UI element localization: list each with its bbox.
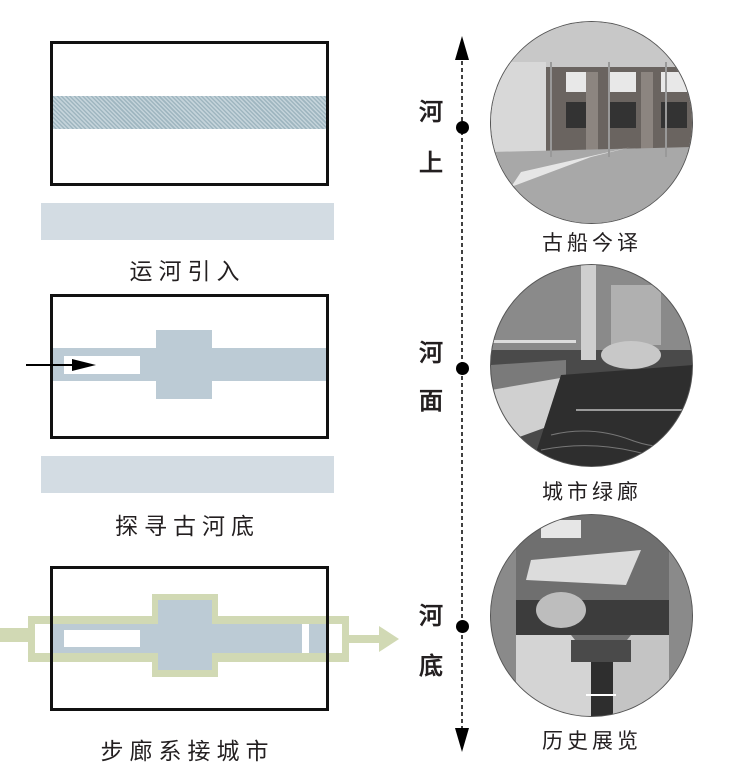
arrow-up-icon bbox=[455, 36, 469, 60]
ground-band bbox=[41, 203, 334, 240]
level-label-char: 河 bbox=[419, 602, 443, 630]
canal-end bbox=[309, 624, 326, 653]
level-label-char: 河 bbox=[419, 98, 443, 126]
level-marker bbox=[456, 620, 469, 633]
corridor-left-stub bbox=[0, 628, 30, 642]
canal-basin bbox=[156, 330, 212, 399]
site-frame bbox=[50, 566, 329, 711]
level-marker bbox=[456, 121, 469, 134]
ground-band bbox=[41, 456, 334, 493]
site-frame bbox=[50, 294, 329, 439]
canal-basin bbox=[158, 600, 212, 670]
canal-hatch bbox=[53, 96, 326, 129]
photo-circle bbox=[490, 21, 693, 224]
water-garden-image bbox=[491, 265, 692, 466]
diagram-caption: 探寻古河底 bbox=[115, 514, 260, 540]
arrow-down-icon bbox=[455, 728, 469, 752]
photo-circle bbox=[490, 264, 693, 467]
level-label-char: 底 bbox=[419, 652, 443, 680]
site-frame bbox=[50, 41, 329, 186]
photo-caption: 历史展览 bbox=[542, 729, 642, 753]
photo-circle bbox=[490, 514, 693, 717]
diagram-caption: 步廊系接城市 bbox=[100, 739, 275, 765]
interior-hall-image bbox=[491, 22, 692, 223]
entry-void bbox=[64, 630, 140, 647]
level-label-char: 面 bbox=[419, 387, 443, 415]
entry-arrow-icon bbox=[26, 359, 96, 371]
entry-void bbox=[64, 356, 140, 374]
photo-caption: 城市绿廊 bbox=[542, 480, 642, 504]
diagram-caption: 运河引入 bbox=[129, 259, 246, 285]
level-label-char: 河 bbox=[419, 339, 443, 367]
timeline-axis bbox=[461, 54, 463, 738]
exhibition-image bbox=[491, 515, 692, 716]
exit-arrow-icon bbox=[347, 626, 399, 652]
level-marker bbox=[456, 362, 469, 375]
level-label-char: 上 bbox=[419, 149, 443, 177]
photo-caption: 古船今译 bbox=[542, 231, 642, 255]
